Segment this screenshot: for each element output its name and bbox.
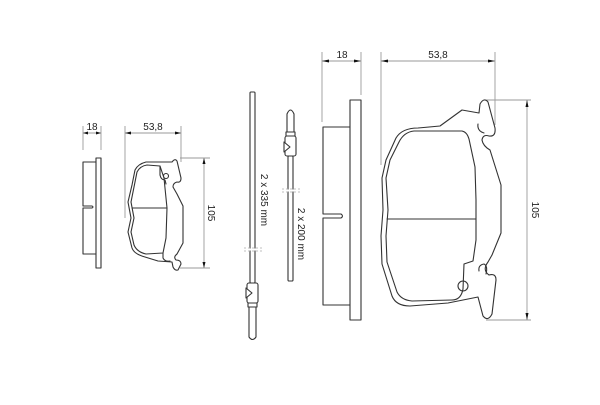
large-pad-thickness-label: 18	[336, 50, 348, 61]
wear-sensor-long	[244, 91, 262, 341]
small-pad-width-label: 53,8	[143, 122, 163, 133]
small-pad-front-view	[124, 126, 210, 271]
wear-sensor-long-label: 2 x 335 mm	[258, 174, 269, 226]
large-pad-width-label: 53,8	[428, 50, 448, 61]
large-pad-height-label: 105	[529, 202, 540, 219]
wear-sensor-short	[282, 109, 300, 282]
small-pad-thickness-label: 18	[86, 122, 98, 133]
small-pad-side-view	[82, 126, 102, 269]
wear-sensor-short-label: 2 x 200 mm	[295, 208, 306, 260]
large-pad-side-view	[321, 52, 362, 321]
small-pad-height-label: 105	[205, 205, 216, 222]
large-pad-front-view	[380, 52, 531, 321]
